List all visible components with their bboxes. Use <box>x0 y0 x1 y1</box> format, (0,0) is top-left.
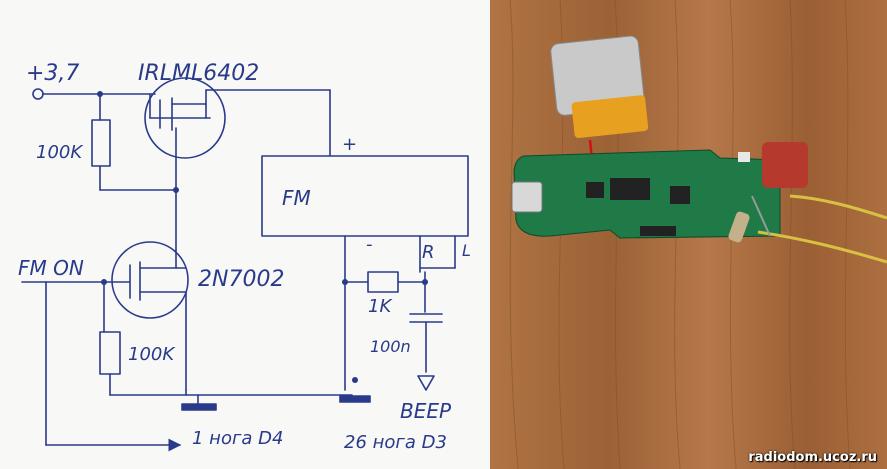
usb-connector <box>511 181 543 213</box>
wire-yellow-2 <box>757 230 887 264</box>
pmos-label: IRLML6402 <box>138 61 259 86</box>
minus-label: - <box>366 234 373 255</box>
l-channel-label: L <box>462 241 471 260</box>
ground-symbol-1 <box>181 403 217 411</box>
wire-yellow-1 <box>789 194 887 220</box>
fm-on-label: FM ON <box>18 256 84 280</box>
plus-label: + <box>342 134 357 155</box>
nmos-label: 2N7002 <box>198 267 284 292</box>
board-photo <box>490 0 887 469</box>
paper-background <box>0 0 490 469</box>
beep-arrow <box>417 375 435 391</box>
switch <box>738 152 750 162</box>
pmos-transistor <box>144 77 226 159</box>
fm-block-label: FM <box>282 186 311 210</box>
r1-label: 100K <box>36 142 83 163</box>
r3-label: 1K <box>368 296 392 317</box>
film-capacitor <box>762 142 808 188</box>
schematic-sketch: +3,7 IRLML6402 100K FM + - R L FM ON 2N7… <box>0 0 490 469</box>
r-channel-label: R <box>422 242 435 263</box>
supply-label: +3,7 <box>26 61 79 86</box>
resistor-photo <box>728 211 750 243</box>
r2-label: 100K <box>128 344 175 365</box>
ground-symbol-2 <box>339 395 371 403</box>
fm-module-block <box>261 155 469 237</box>
chip-small <box>586 182 604 198</box>
nmos-transistor <box>111 241 189 319</box>
lipo-battery <box>550 35 649 138</box>
pin26-label: 26 нога D3 <box>344 432 447 453</box>
pin1-label: 1 нога D4 <box>192 428 283 449</box>
resistor-r1 <box>91 119 111 167</box>
chip-d4 <box>670 186 690 204</box>
watermark-text: radiodom.ucoz.ru <box>748 450 877 465</box>
inductor <box>640 226 676 236</box>
cap-label: 100n <box>370 337 411 356</box>
beep-label: BEEP <box>400 399 452 423</box>
chip-d3 <box>610 178 650 200</box>
